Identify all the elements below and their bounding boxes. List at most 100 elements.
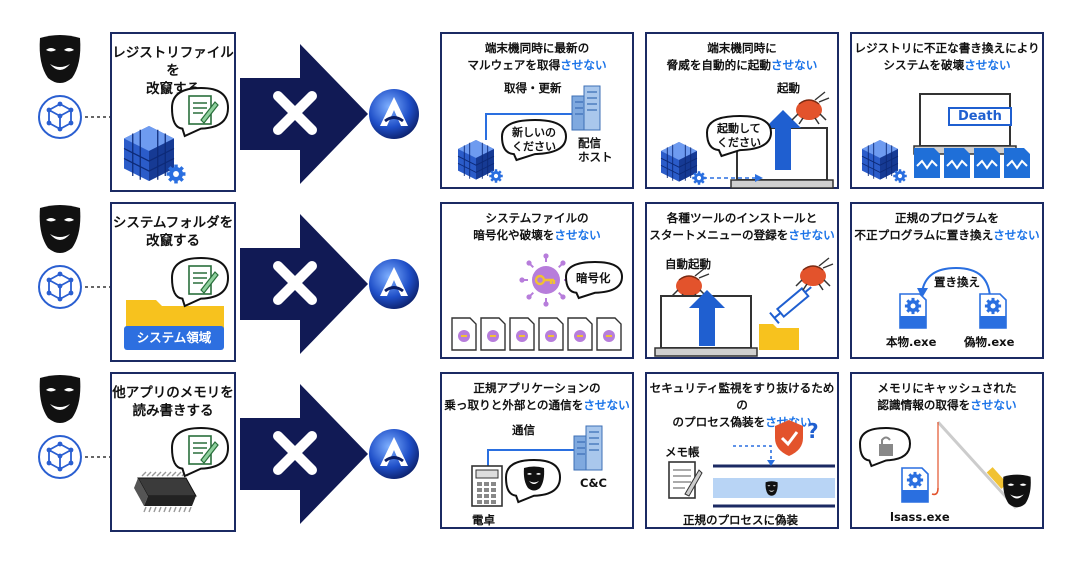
notepad-label: メモ帳 — [665, 445, 700, 459]
malware-bug-icon — [671, 267, 711, 302]
panel-title-line2: 乗っ取りと外部との通信をさせない — [442, 397, 632, 414]
security-shield-icon: ? — [773, 418, 825, 458]
prevent-highlight: させない — [970, 398, 1017, 412]
defense-panel-3-2: セキュリティ監視をすり抜けるためののプロセス偽装をさせないメモ帳 ?正規のプロセ… — [645, 372, 839, 529]
encrypt-bubble — [564, 260, 626, 302]
defense-panel-1-1: 端末機同時に最新のマルウェアを取得させない取得・更新 配信 ホスト新しいの くだ… — [440, 32, 634, 189]
request-bubble-text: 新しいの ください — [512, 126, 556, 153]
exe-file-icon — [979, 293, 1008, 330]
replace-arrow-icon — [916, 262, 994, 302]
protection-logo-icon — [369, 89, 419, 139]
fishing-rod-icon — [931, 418, 1022, 514]
cross-icon — [273, 261, 317, 305]
attack-action-box: システムフォルダを 改竄する システム領域 — [110, 202, 236, 362]
attack-action-title: レジストリファイルを 改竄する — [112, 45, 234, 97]
syringe-icon — [769, 280, 819, 324]
panel-title-text: 不正プログラムに置き換え — [854, 228, 994, 242]
system-area-badge: システム領域 — [124, 326, 224, 350]
panel-title-line1: 各種ツールのインストールと — [666, 211, 818, 225]
virus-key-icon — [519, 253, 573, 307]
prevent-highlight: させない — [770, 58, 818, 72]
protection-logo-icon — [369, 429, 419, 479]
connector-line — [85, 456, 111, 458]
panel-title-line2: 不正プログラムに置き換えさせない — [852, 227, 1042, 244]
defense-panel-3-3: メモリにキャッシュされた認識情報の取得をさせない lsass.exe — [850, 372, 1044, 529]
prevent-highlight: させない — [583, 398, 630, 412]
mask-bubble — [504, 458, 564, 506]
real-exe-label: 本物.exe — [886, 335, 937, 349]
network-cube-icon — [38, 435, 82, 479]
network-cube-icon — [38, 265, 82, 309]
edit-bubble-icon — [170, 86, 232, 140]
panel-title-text: 暗号化や破壊を — [473, 228, 555, 242]
registry-cube-icon — [660, 142, 711, 188]
block-arrow-icon — [240, 44, 368, 184]
panel-title: 正規のプログラムを不正プログラムに置き換えさせない — [852, 210, 1042, 244]
panel-title: メモリにキャッシュされた認識情報の取得をさせない — [852, 380, 1042, 414]
panel-title-text: マルウェアを取得 — [467, 58, 561, 72]
protection-logo-icon — [369, 259, 419, 309]
attack-action-title: 他アプリのメモリを 読み書きする — [112, 385, 234, 419]
malware-bug-icon — [791, 91, 831, 126]
cross-icon — [273, 91, 317, 135]
panel-title-line1: 端末機同時に最新の — [484, 41, 590, 55]
attack-action-box: 他アプリのメモリを 読み書きする — [110, 372, 236, 532]
edit-bubble-icon — [170, 426, 232, 480]
launch-arrow-icon — [763, 110, 803, 170]
replace-label: 置き換え — [934, 275, 980, 289]
defense-panel-1-2: 端末機同時に脅威を自動的に起動させない 起動起動して ください — [645, 32, 839, 189]
panel-title-line1: 正規アプリケーションの — [473, 381, 601, 395]
panel-title-line1: 正規のプログラムを — [895, 211, 999, 225]
prevent-highlight: させない — [554, 228, 601, 242]
svg-text:?: ? — [807, 419, 819, 443]
distribution-host-label: 配信 ホスト — [578, 136, 613, 164]
dashed-arrow-icon — [731, 444, 781, 466]
panel-title-line2: スタートメニューの登録をさせない — [647, 227, 837, 244]
panel-title-text: 乗っ取りと外部との通信を — [444, 398, 584, 412]
network-cube-icon — [38, 95, 82, 139]
mask-icon — [1002, 474, 1032, 510]
dashed-arrow-icon — [703, 168, 763, 182]
mask-icon — [39, 35, 81, 83]
calculator-icon — [471, 465, 503, 507]
registry-cube-icon — [861, 140, 912, 186]
encrypt-bubble-text: 暗号化 — [576, 271, 611, 285]
death-screen-text: Death — [948, 107, 1012, 126]
panel-title-text: システムを破壊 — [883, 58, 965, 72]
connector-line — [85, 116, 111, 118]
panel-title-text: 認識情報の取得を — [877, 398, 971, 412]
prevent-highlight: させない — [993, 228, 1040, 242]
request-bubble — [500, 118, 570, 164]
folder-icon — [126, 296, 224, 330]
panel-title-line1: システムファイルの — [485, 211, 589, 225]
registry-cube-icon — [457, 140, 508, 186]
panel-title: 端末機同時に最新のマルウェアを取得させない — [442, 40, 632, 74]
panel-title-line1: セキュリティ監視をすり抜けるための — [649, 381, 835, 412]
auto-start-label: 自動起動 — [665, 257, 711, 271]
mask-icon — [39, 375, 81, 423]
registry-cube-icon — [120, 122, 190, 186]
malware-bug-icon — [795, 257, 835, 292]
comm-label: 通信 — [512, 423, 535, 437]
prevent-highlight: させない — [788, 228, 835, 242]
panel-title-line1: 端末機同時に — [707, 41, 777, 55]
cc-label: C&C — [580, 476, 607, 490]
defense-panel-1-3: レジストリに不正な書き換えによりシステムを破壊させない Death — [850, 32, 1044, 189]
panel-title-line1: レジストリに不正な書き換えにより — [854, 41, 1040, 55]
exe-file-icon — [901, 467, 930, 504]
defense-panel-2-1: システムファイルの暗号化や破壊をさせない 暗号化 — [440, 202, 634, 359]
connector-line — [85, 286, 111, 288]
defense-panel-2-2: 各種ツールのインストールとスタートメニューの登録をさせない自動起動 — [645, 202, 839, 359]
panel-title-text: スタートメニューの登録を — [649, 228, 789, 242]
process-bar-icon — [713, 464, 835, 508]
panel-title-line2: マルウェアを取得させない — [442, 57, 632, 74]
panel-title-text: 脅威を自動的に起動 — [666, 58, 771, 72]
launch-arrow-icon — [687, 290, 727, 346]
lock-bubble — [858, 426, 914, 470]
panel-title: 各種ツールのインストールとスタートメニューの登録をさせない — [647, 210, 837, 244]
request-bubble — [705, 114, 775, 160]
request-bubble-text: 起動して ください — [717, 122, 761, 149]
disguise-label: 正規のプロセスに偽装 — [683, 513, 798, 527]
panel-title-line2: 認識情報の取得をさせない — [852, 397, 1042, 414]
infected-files-icon — [451, 317, 628, 352]
